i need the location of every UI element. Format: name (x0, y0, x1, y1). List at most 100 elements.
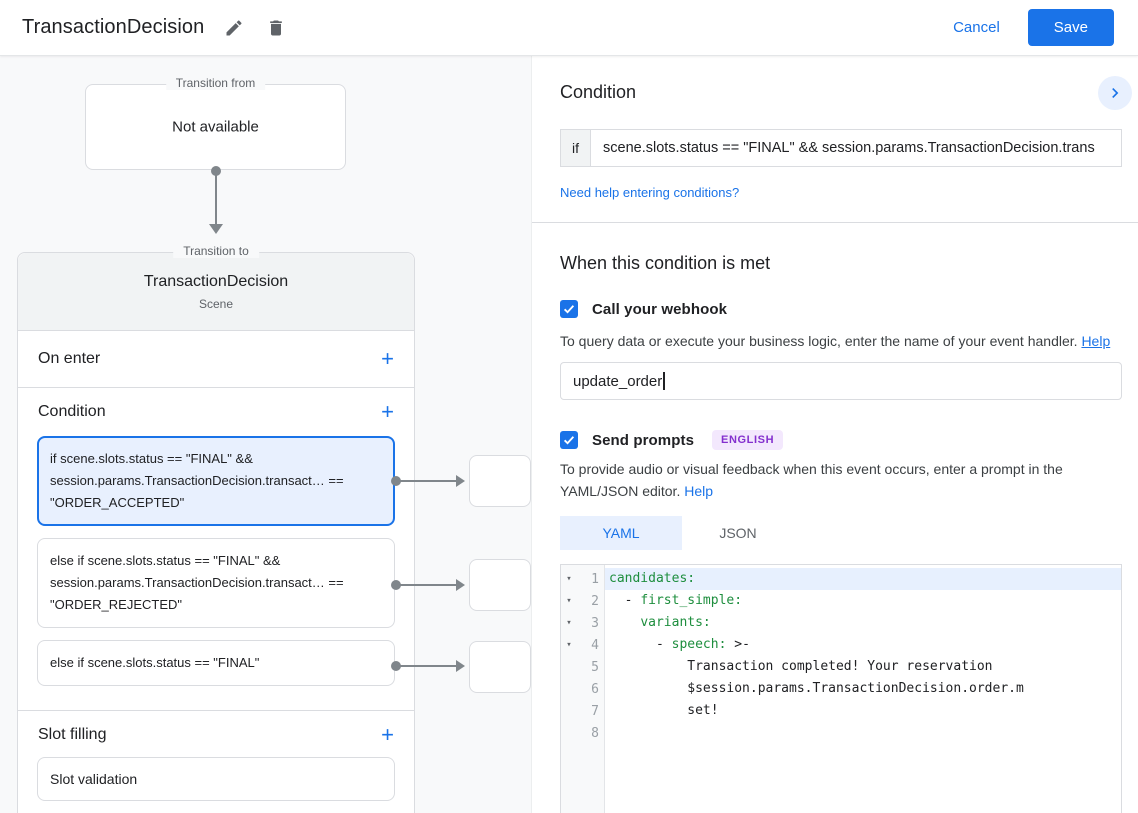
pencil-icon (224, 18, 244, 38)
chevron-right-icon (1105, 83, 1125, 103)
tab-json[interactable]: JSON (719, 525, 757, 541)
top-bar: TransactionDecision Cancel Save (0, 0, 1138, 56)
fold-arrow-icon[interactable]: ▾ (566, 640, 572, 650)
connector-dot (211, 166, 221, 176)
fold-arrow-icon[interactable]: ▾ (566, 618, 572, 628)
yaml-text-token (609, 615, 640, 630)
trash-icon (266, 18, 286, 38)
yaml-text-token: - (609, 637, 672, 652)
line-number: 4 (591, 637, 599, 653)
scene-card-header[interactable]: TransactionDecision Scene (18, 253, 414, 331)
code-line[interactable]: candidates: (605, 568, 1121, 590)
prompts-description: To provide audio or visual feedback when… (560, 458, 1122, 502)
code-line[interactable]: $session.params.TransactionDecision.orde… (605, 678, 1121, 700)
connector-line (215, 174, 217, 226)
connector-arrow-right-icon (456, 475, 465, 487)
code-line[interactable] (605, 722, 1121, 744)
condition-expression-field[interactable]: if scene.slots.status == "FINAL" && sess… (560, 129, 1122, 167)
connector-line (400, 584, 456, 586)
code-line[interactable]: set! (605, 700, 1121, 722)
editor-format-tabs: YAML JSON (560, 516, 1122, 550)
checkmark-icon (562, 433, 576, 447)
webhook-handler-value: update_order (573, 372, 663, 390)
condition-editor-panel: Condition if scene.slots.status == "FINA… (531, 56, 1138, 813)
yaml-text-token: >- (726, 637, 750, 652)
yaml-key-token: first_simple: (640, 593, 743, 608)
on-enter-label: On enter (38, 350, 101, 367)
editor-code-area[interactable]: candidates: - first_simple: variants: - … (605, 565, 1121, 813)
call-webhook-label: Call your webhook (592, 300, 728, 318)
connector-dot (391, 476, 401, 486)
condition-section-label: Condition (38, 403, 106, 420)
line-number: 8 (591, 725, 599, 741)
webhook-description: To query data or execute your business l… (560, 330, 1122, 352)
slot-filling-label: Slot filling (38, 726, 107, 743)
yaml-key-token: candidates: (609, 571, 696, 586)
code-line[interactable]: - speech: >- (605, 634, 1121, 656)
fold-arrow-icon[interactable]: ▾ (566, 574, 572, 584)
slot-validation-item[interactable]: Slot validation (37, 757, 395, 801)
yaml-text-token: Transaction completed! Your reservation (609, 659, 993, 674)
connector-line (400, 665, 456, 667)
transition-target-box[interactable] (469, 455, 531, 507)
condition-item-final[interactable]: else if scene.slots.status == "FINAL" (37, 640, 395, 686)
scene-type-label: Scene (198, 297, 234, 311)
when-condition-met-heading: When this condition is met (560, 253, 771, 273)
connector-arrow-right-icon (456, 579, 465, 591)
on-enter-section: On enter + (18, 331, 414, 388)
line-number: 7 (591, 703, 599, 719)
send-prompts-label: Send prompts (592, 431, 695, 449)
condition-item-rejected[interactable]: else if scene.slots.status == "FINAL" &&… (37, 538, 395, 628)
tab-yaml[interactable]: YAML (560, 516, 682, 550)
code-line[interactable]: variants: (605, 612, 1121, 634)
condition-item-accepted[interactable]: if scene.slots.status == "FINAL" && sess… (37, 436, 395, 526)
transition-target-box[interactable] (469, 559, 531, 611)
connector-dot (391, 580, 401, 590)
page-title: TransactionDecision (22, 16, 205, 38)
scene-diagram-canvas: Transition from Not available Transition… (0, 56, 531, 813)
webhook-help-link[interactable]: Help (1081, 333, 1111, 349)
connector-arrow-right-icon (456, 660, 465, 672)
condition-section: Condition + if scene.slots.status == "FI… (18, 388, 414, 711)
yaml-text-token: - (609, 593, 641, 608)
add-slot-button[interactable]: + (381, 722, 394, 747)
slot-filling-section: Slot filling + Slot validation (18, 711, 414, 801)
add-on-enter-button[interactable]: + (381, 346, 394, 371)
collapse-panel-button[interactable] (1098, 76, 1132, 110)
code-line[interactable]: Transaction completed! Your reservation (605, 656, 1121, 678)
line-number: 3 (591, 615, 599, 631)
panel-divider (532, 222, 1138, 223)
add-condition-button[interactable]: + (381, 399, 394, 424)
call-webhook-checkbox[interactable] (560, 300, 578, 318)
save-button[interactable]: Save (1027, 9, 1114, 46)
prompts-description-text: To provide audio or visual feedback when… (560, 461, 1063, 499)
webhook-handler-input[interactable]: update_order (560, 362, 1122, 400)
transition-from-status: Not available (172, 118, 259, 136)
condition-expression-value[interactable]: scene.slots.status == "FINAL" && session… (603, 140, 1095, 156)
transition-to-legend: Transition to (173, 244, 259, 258)
yaml-text-token: $session.params.TransactionDecision.orde… (609, 681, 1024, 696)
yaml-text-token: set! (609, 703, 719, 718)
send-prompts-checkbox[interactable] (560, 431, 578, 449)
webhook-description-text: To query data or execute your business l… (560, 333, 1078, 349)
language-badge: ENGLISH (712, 430, 784, 450)
connector-dot (391, 661, 401, 671)
if-prefix-label: if (561, 130, 591, 166)
conditions-help-link[interactable]: Need help entering conditions? (560, 185, 740, 200)
scene-name: TransactionDecision (143, 273, 289, 290)
transition-target-box[interactable] (469, 641, 531, 693)
prompts-help-link[interactable]: Help (684, 483, 714, 499)
fold-arrow-icon[interactable]: ▾ (566, 596, 572, 606)
line-number: 6 (591, 681, 599, 697)
delete-button[interactable] (264, 16, 288, 40)
line-number: 5 (591, 659, 599, 675)
cancel-button[interactable]: Cancel (953, 19, 1000, 36)
edit-button[interactable] (222, 16, 246, 40)
code-line[interactable]: - first_simple: (605, 590, 1121, 612)
yaml-key-token: variants: (640, 615, 711, 630)
transition-from-box[interactable]: Transition from Not available (85, 76, 346, 170)
scene-card: Transition to TransactionDecision Scene … (17, 244, 415, 813)
connector-arrow-down-icon (209, 224, 223, 234)
connector-line (400, 480, 456, 482)
